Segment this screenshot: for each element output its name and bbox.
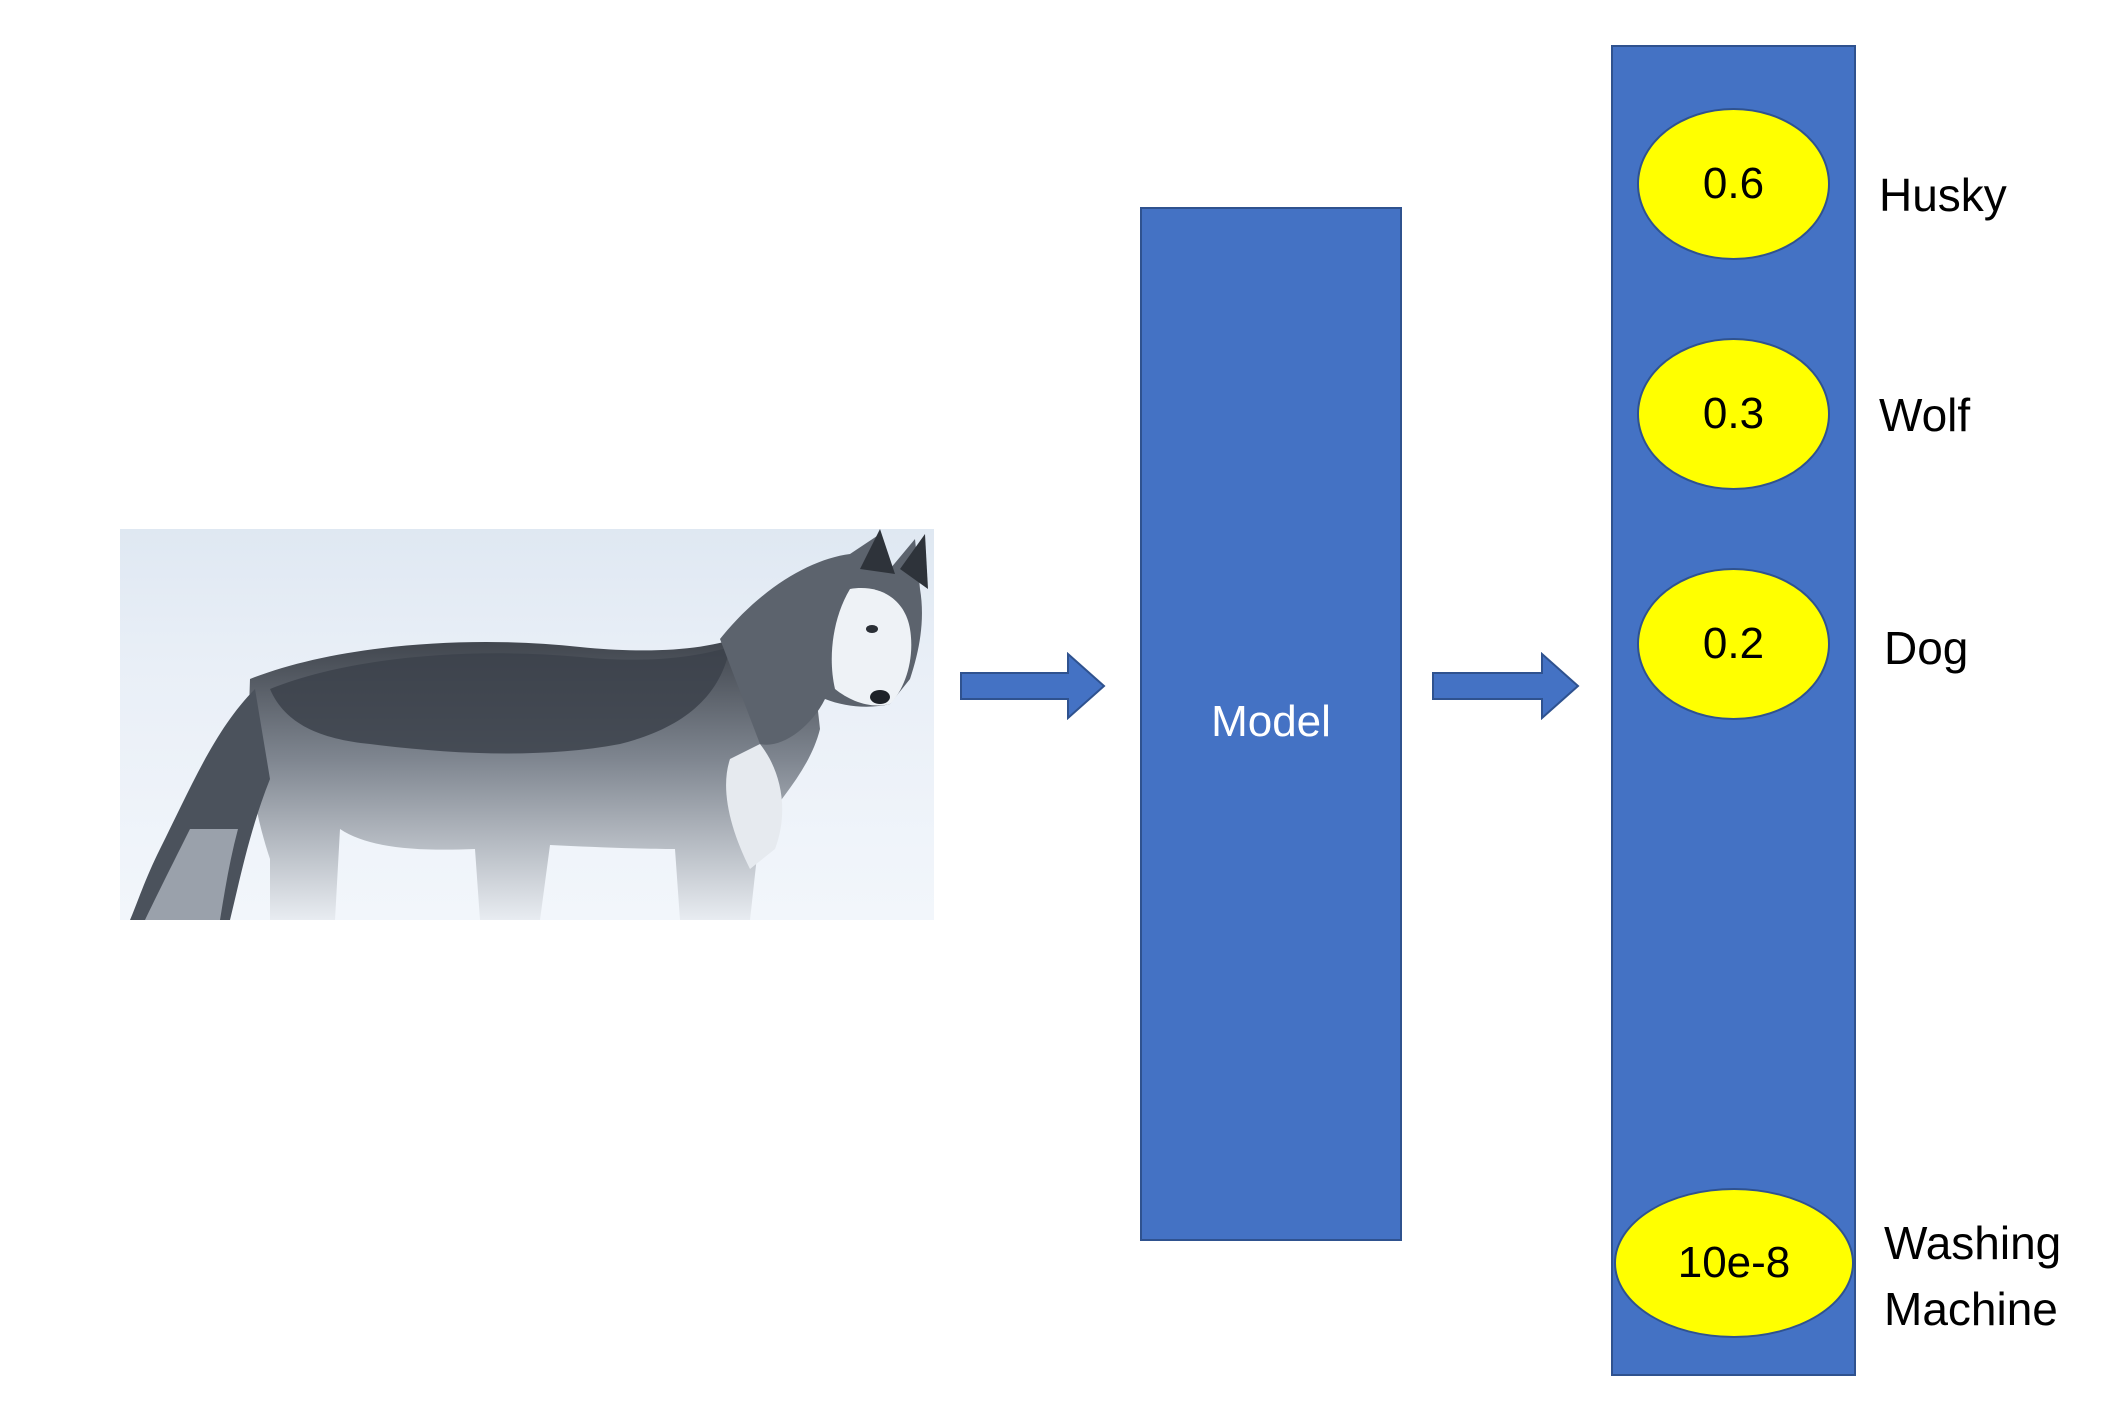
- probability-node-dog: 0.2: [1637, 568, 1830, 720]
- class-label-wolf: Wolf: [1879, 389, 1971, 441]
- right-arrow-icon: [960, 652, 1106, 720]
- model-block: Model: [1140, 207, 1402, 1241]
- probability-node-husky: 0.6: [1637, 108, 1830, 260]
- arrow-to-model: [960, 652, 1106, 720]
- probability-node-wolf: 0.3: [1637, 338, 1830, 490]
- class-label-washing-machine: Washing Machine: [1884, 1217, 2062, 1335]
- husky-photo-icon: [120, 529, 934, 920]
- class-label-dog: Dog: [1884, 622, 1969, 674]
- model-label: Model: [1211, 696, 1331, 746]
- right-arrow-icon: [1432, 652, 1580, 720]
- probability-node-washing-machine: 10e-8: [1614, 1188, 1854, 1338]
- class-label-husky: Husky: [1879, 169, 2007, 221]
- husky-image: [120, 529, 934, 920]
- arrow-to-outputs: [1432, 652, 1580, 720]
